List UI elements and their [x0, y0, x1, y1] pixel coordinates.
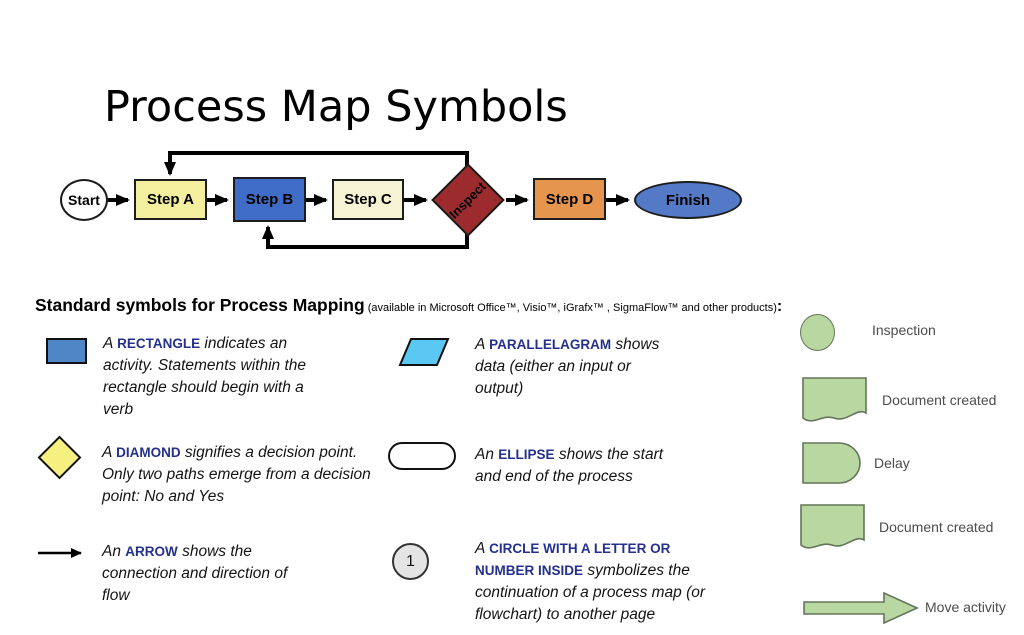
- legend-text-diamond: A DIAMOND signifies a decision point. On…: [102, 442, 378, 508]
- loop-inspect-to-b: [262, 225, 469, 249]
- page-connector-number: 1: [406, 552, 415, 570]
- legend-prefix: A: [475, 540, 490, 557]
- flow-node-inspect: Inspect: [431, 163, 505, 237]
- flow-node-step-a: Step A: [134, 179, 207, 220]
- move-arrow-symbol: [803, 591, 919, 625]
- flow-node-step-d-label: Step D: [545, 190, 594, 208]
- page-title: Process Map Symbols: [104, 82, 568, 132]
- legend-keyword: ELLIPSE: [498, 447, 555, 462]
- legend-text-ellipse: An ELLIPSE shows the start and end of th…: [475, 444, 687, 488]
- flow-node-step-c-label: Step C: [344, 191, 392, 208]
- section-heading-sub: (available in Microsoft Office™, Visio™,…: [364, 302, 777, 314]
- document-symbol: [802, 377, 867, 422]
- side-label-move-activity: Move activity: [925, 599, 1006, 615]
- flow-node-finish: Finish: [634, 181, 742, 219]
- flow-node-step-b: Step B: [233, 177, 306, 222]
- legend-rest: symbolizes the continuation of a process…: [475, 562, 706, 623]
- flow-node-step-c: Step C: [332, 179, 404, 220]
- flow-node-finish-label: Finish: [665, 191, 711, 209]
- legend-prefix: A: [102, 444, 117, 461]
- legend-rest: shows data (either an input or output): [475, 336, 660, 397]
- diamond-symbol: [37, 435, 82, 480]
- side-label-document-2: Document created: [879, 519, 994, 535]
- legend-text-parallelogram: A PARALLELAGRAM shows data (either an in…: [475, 334, 673, 400]
- flow-node-start-label: Start: [68, 192, 100, 208]
- legend-keyword: RECTANGLE: [117, 336, 201, 351]
- legend-text-page-connector: A CIRCLE WITH A LETTER OR NUMBER INSIDE …: [475, 538, 721, 626]
- ellipse-symbol: [388, 442, 456, 470]
- delay-symbol: [802, 442, 861, 484]
- legend-keyword: ARROW: [125, 544, 178, 559]
- flow-node-step-d: Step D: [533, 178, 606, 220]
- legend-rest: shows the connection and direction of fl…: [102, 543, 288, 604]
- side-label-delay: Delay: [874, 455, 910, 471]
- legend-prefix: A: [475, 336, 490, 353]
- section-heading: Standard symbols for Process Mapping (av…: [35, 295, 782, 316]
- inspection-circle-symbol: [800, 314, 835, 351]
- flow-node-step-a-label: Step A: [147, 191, 194, 208]
- side-label-inspection: Inspection: [872, 322, 936, 338]
- document-symbol: [800, 504, 865, 549]
- page-connector-symbol: 1: [392, 543, 429, 580]
- section-heading-main: Standard symbols for Process Mapping: [35, 295, 365, 315]
- legend-prefix: An: [102, 543, 126, 560]
- arrow-symbol: [38, 548, 82, 558]
- legend-text-rectangle: A RECTANGLE indicates an activity. State…: [103, 333, 319, 421]
- legend-rest: shows the start and end of the process: [475, 446, 664, 485]
- parallelogram-symbol: [398, 338, 450, 366]
- section-heading-colon: :: [776, 298, 783, 315]
- flow-node-start: Start: [60, 179, 108, 221]
- legend-keyword: PARALLELAGRAM: [489, 337, 612, 352]
- side-label-document-1: Document created: [882, 392, 997, 408]
- legend-rest: indicates an activity. Statements within…: [103, 335, 307, 418]
- legend-rest: signifies a decision point. Only two pat…: [102, 444, 371, 505]
- legend-prefix: A: [103, 335, 118, 352]
- rectangle-symbol: [46, 338, 87, 364]
- loop-inspect-to-a: [164, 151, 469, 176]
- flow-node-step-b-label: Step B: [245, 191, 294, 208]
- legend-keyword: DIAMOND: [116, 445, 181, 460]
- flow-node-inspect-label: Inspect: [446, 178, 490, 222]
- legend-text-arrow: An ARROW shows the connection and direct…: [102, 541, 302, 607]
- legend-keyword: CIRCLE WITH A LETTER OR NUMBER INSIDE: [475, 541, 671, 578]
- legend-prefix: An: [475, 446, 499, 463]
